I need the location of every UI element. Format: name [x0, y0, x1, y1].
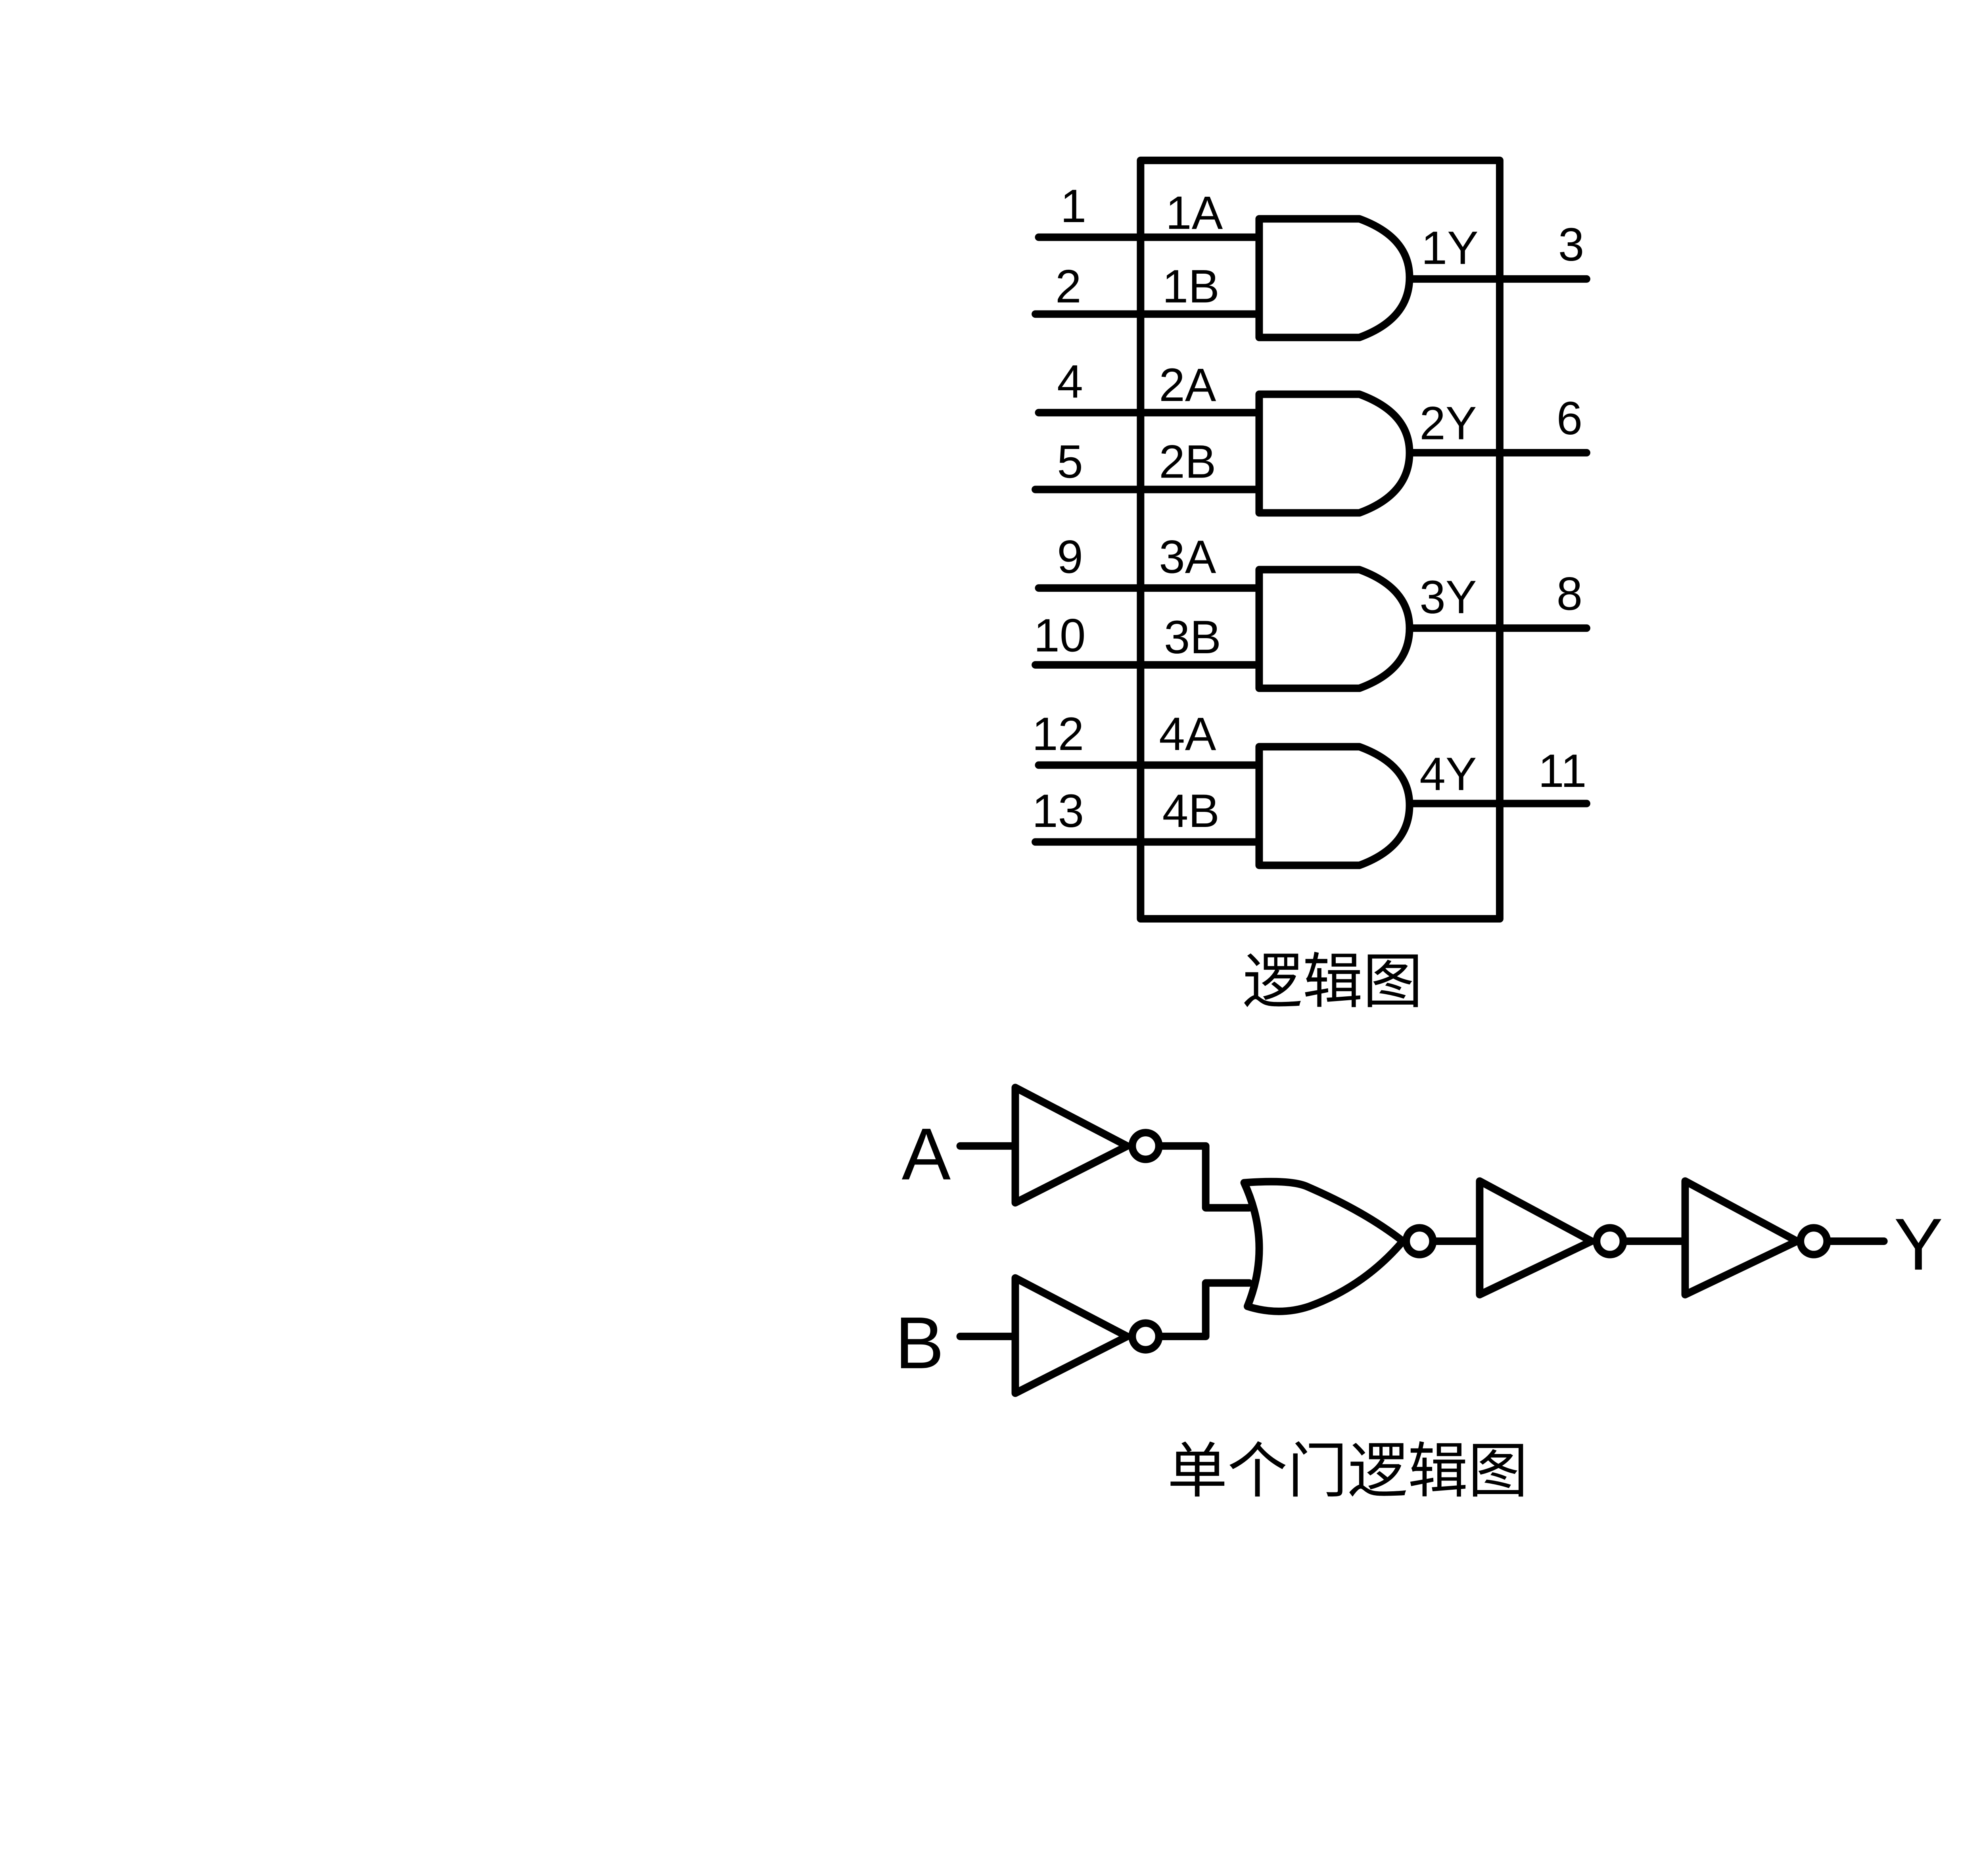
pin-label: 3B — [1164, 611, 1221, 663]
pin-number: 1 — [1061, 180, 1087, 232]
and-gate-symbol — [1255, 390, 1413, 517]
pin-label: 1B — [1162, 260, 1220, 312]
inverter-4-triangle — [1681, 1177, 1801, 1299]
pin-label: 2B — [1159, 435, 1216, 488]
pin-number: 10 — [1034, 609, 1085, 662]
pin-label: 1A — [1166, 186, 1223, 239]
single-gate-caption: 单个门逻辑图 — [1167, 1436, 1528, 1506]
inverter-3-triangle — [1476, 1177, 1596, 1299]
pin-label: 2A — [1159, 359, 1216, 411]
pin-number: 4 — [1057, 355, 1083, 407]
pin-number: 12 — [1032, 708, 1084, 760]
wire-a-to-nor — [1155, 1142, 1253, 1212]
ic-package-outline — [1137, 156, 1504, 923]
and-gate-symbol — [1255, 566, 1413, 692]
nor-gate-symbol — [1240, 1178, 1407, 1315]
wire-b-to-nor — [1155, 1279, 1253, 1341]
pin-number: 8 — [1557, 567, 1583, 620]
inverter-a-triangle — [1011, 1084, 1131, 1207]
pin-label: 1Y — [1421, 221, 1478, 274]
inverter-b-triangle — [1011, 1274, 1131, 1397]
nor-bubble — [1402, 1224, 1437, 1258]
and-gate-4: 12 4A 13 4B 4Y 11 — [1032, 708, 1590, 869]
pin-label: 2Y — [1419, 397, 1477, 449]
and-gate-symbol — [1255, 215, 1413, 341]
pin-label: 3A — [1159, 531, 1216, 583]
pin-number: 13 — [1032, 785, 1084, 837]
single-gate-circuit: A B Y — [895, 1084, 1943, 1397]
inverter-bubble — [1128, 1129, 1163, 1163]
pin-number: 11 — [1538, 744, 1586, 797]
and-gate-symbol — [1255, 743, 1413, 869]
input-a-label: A — [902, 1113, 951, 1195]
inverter-bubble — [1128, 1319, 1163, 1354]
and-gate-1: 1 1A 2 1B 1Y 3 — [1032, 180, 1590, 341]
pin-number: 9 — [1057, 531, 1083, 583]
pin-number: 6 — [1557, 392, 1583, 444]
pin-label: 4Y — [1419, 748, 1477, 800]
and-gate-3: 9 3A 10 3B 3Y 8 — [1032, 531, 1590, 692]
logic-diagram-caption: 逻辑图 — [1243, 946, 1423, 1017]
inverter-bubble — [1797, 1224, 1831, 1258]
pin-label: 4A — [1159, 708, 1216, 760]
pin-label: 4B — [1162, 785, 1220, 837]
output-y-label: Y — [1894, 1203, 1943, 1285]
input-b-label: B — [895, 1302, 944, 1384]
pin-number: 5 — [1057, 435, 1083, 488]
inverter-bubble — [1593, 1224, 1627, 1258]
and-gate-2: 4 2A 5 2B 2Y 6 — [1032, 355, 1590, 517]
pin-label: 3Y — [1419, 571, 1477, 623]
pin-number: 3 — [1558, 218, 1584, 270]
pin-number: 2 — [1055, 260, 1082, 312]
